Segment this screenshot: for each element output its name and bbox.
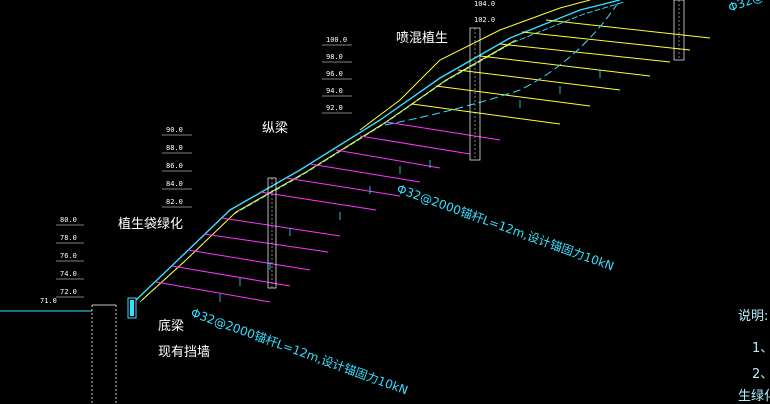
notes-title: 说明: bbox=[738, 309, 768, 324]
magenta-anchors bbox=[155, 121, 501, 303]
bottom-beam-fill bbox=[130, 300, 134, 316]
borehole-1 bbox=[267, 177, 277, 289]
elevation-top-right-1: 104.0 bbox=[474, 0, 495, 8]
svg-text:78.0: 78.0 bbox=[60, 234, 77, 242]
svg-text:76.0: 76.0 bbox=[60, 252, 77, 260]
note-1: 1、 bbox=[752, 341, 770, 356]
anchor-markers bbox=[219, 70, 601, 302]
note-2: 2、 bbox=[752, 367, 770, 382]
svg-text:72.0: 72.0 bbox=[60, 288, 77, 296]
svg-text:100.0: 100.0 bbox=[326, 36, 347, 44]
svg-text:88.0: 88.0 bbox=[166, 144, 183, 152]
label-spray-planting: 喷混植生 bbox=[396, 31, 448, 46]
elevation-group-mid: 90.0 88.0 86.0 84.0 82.0 bbox=[166, 126, 183, 206]
label-longitudinal-beam: 纵梁 bbox=[262, 121, 288, 136]
elevation-top-right-2: 102.0 bbox=[474, 16, 495, 24]
elevation-ground: 71.0 bbox=[40, 297, 57, 305]
elevation-group-top: 100.0 98.0 96.0 94.0 92.0 bbox=[326, 36, 347, 112]
svg-text:80.0: 80.0 bbox=[60, 216, 77, 224]
elevation-group-bottom: 80.0 78.0 76.0 74.0 72.0 bbox=[60, 216, 77, 296]
svg-text:86.0: 86.0 bbox=[166, 162, 183, 170]
svg-text:96.0: 96.0 bbox=[326, 70, 343, 78]
elevation-ticks bbox=[56, 44, 352, 298]
note-3: 生绿化 bbox=[738, 389, 770, 404]
slope-line-outer bbox=[135, 0, 621, 301]
borehole-2 bbox=[469, 27, 481, 161]
slip-surface bbox=[384, 0, 621, 126]
svg-text:98.0: 98.0 bbox=[326, 53, 343, 61]
svg-text:92.0: 92.0 bbox=[326, 104, 343, 112]
svg-text:82.0: 82.0 bbox=[166, 198, 183, 206]
bottom-beam-block bbox=[127, 297, 137, 319]
svg-text:90.0: 90.0 bbox=[166, 126, 183, 134]
label-bottom-beam: 底梁 bbox=[158, 318, 184, 334]
svg-text:84.0: 84.0 bbox=[166, 180, 183, 188]
svg-text:74.0: 74.0 bbox=[60, 270, 77, 278]
svg-text:94.0: 94.0 bbox=[326, 87, 343, 95]
borehole-3 bbox=[673, 0, 685, 61]
label-existing-wall: 现有挡墙 bbox=[158, 345, 210, 360]
slope-line-yellow bbox=[141, 39, 517, 301]
label-vegetation-bag: 植生袋绿化 bbox=[118, 217, 183, 232]
